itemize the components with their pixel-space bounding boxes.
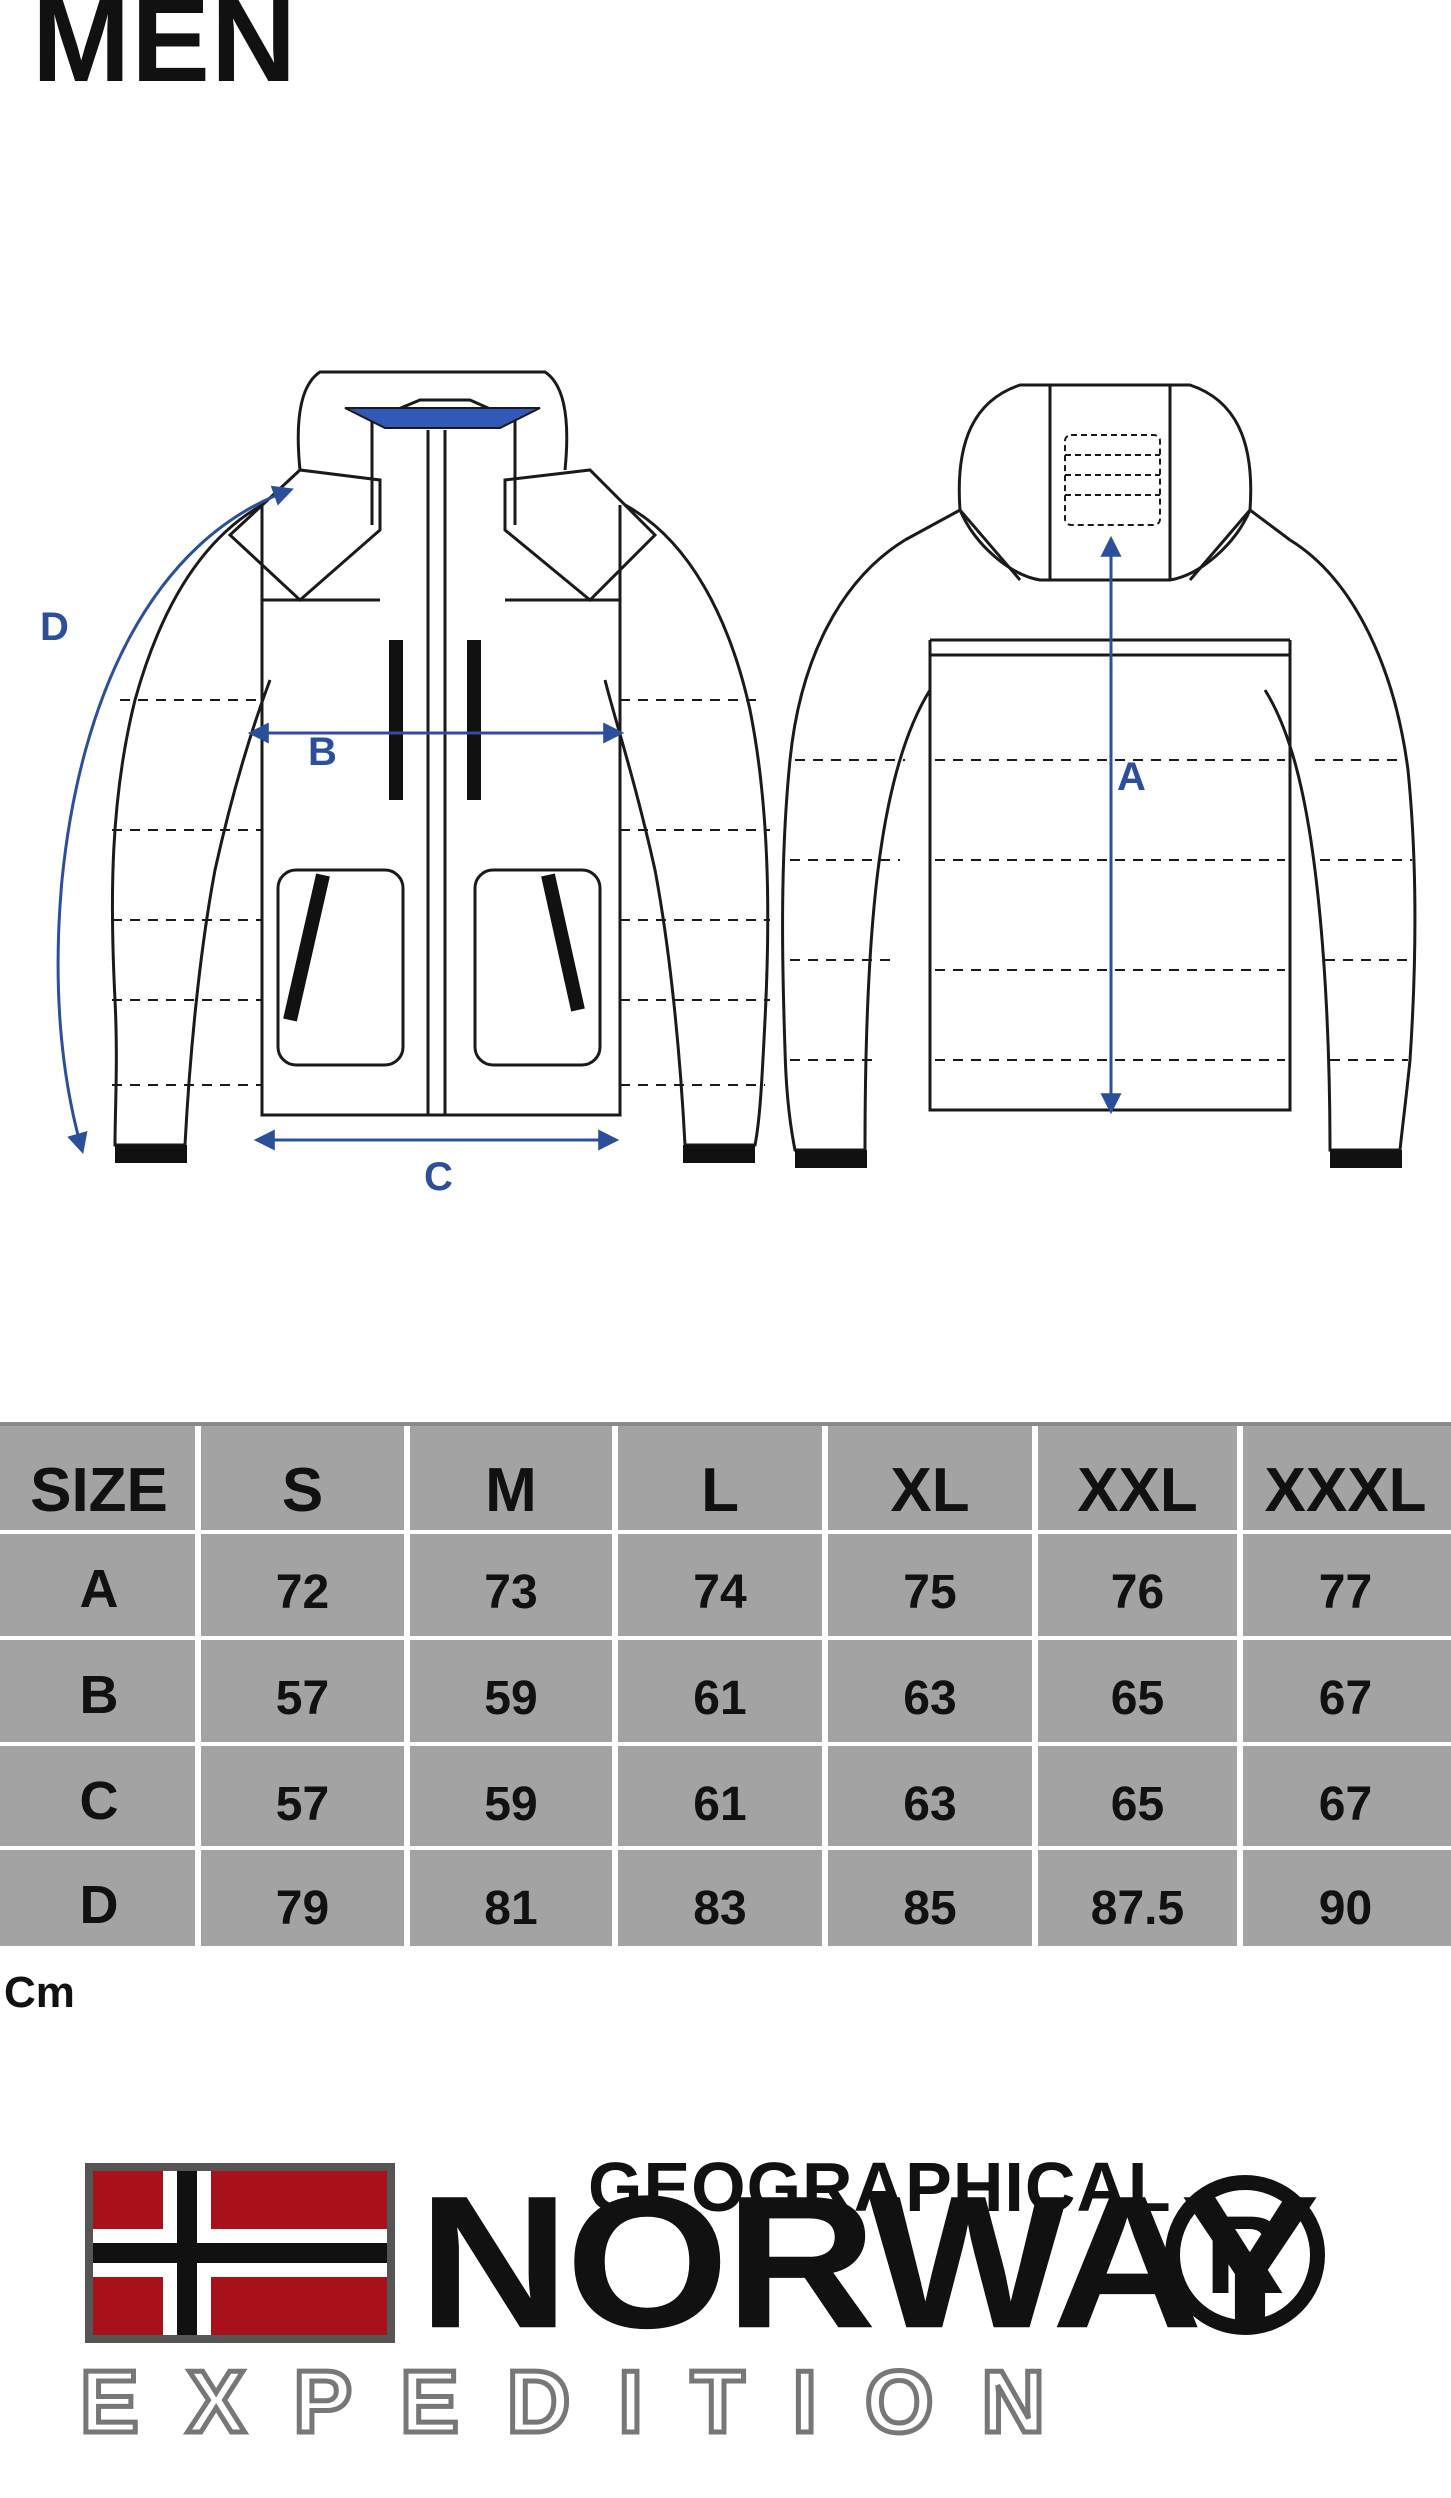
jacket-measurement-diagram: A B C D — [40, 370, 1417, 1199]
column-divider — [195, 1426, 201, 1950]
table-cell: 87.5 — [1090, 1882, 1185, 1935]
table-row: B 57 59 61 63 65 67 — [0, 1640, 1451, 1738]
row-divider — [0, 1742, 1451, 1746]
table-header-row: SIZE S M L XL XXL XXXL — [0, 1426, 1451, 1534]
table-cell: 59 — [484, 1672, 538, 1725]
header-xl: XL — [890, 1456, 970, 1525]
table-cell: 75 — [903, 1566, 957, 1619]
header-l: L — [701, 1456, 739, 1525]
pocket-zip-right — [541, 873, 585, 1012]
table-cell: 65 — [1110, 1672, 1165, 1725]
column-divider — [1032, 1426, 1038, 1950]
row-label: A — [79, 1559, 119, 1619]
table-cell: 61 — [693, 1778, 747, 1831]
brand-expedition: EXPEDITION — [78, 2352, 1093, 2451]
column-divider — [612, 1426, 618, 1950]
cuff-left — [115, 1145, 187, 1163]
header-s: S — [281, 1456, 324, 1525]
collar-lining — [344, 407, 541, 429]
table-cell: 85 — [903, 1882, 957, 1935]
registered-mark-icon: R — [1165, 2175, 1325, 2335]
jacket-back-view — [781, 383, 1417, 1152]
column-divider — [404, 1426, 410, 1950]
table-cell: 67 — [1318, 1778, 1373, 1831]
cuff-back-right — [1330, 1150, 1402, 1168]
table-cell: 74 — [693, 1566, 747, 1619]
table-row: D 79 81 83 85 87.5 90 — [0, 1850, 1451, 1948]
header-m: M — [485, 1456, 537, 1525]
table-cell: 76 — [1110, 1566, 1165, 1619]
table-cell: 61 — [693, 1672, 747, 1725]
header-size: SIZE — [30, 1456, 168, 1525]
table-row: A 72 73 74 75 76 77 — [0, 1534, 1451, 1632]
table-cell: 83 — [693, 1882, 747, 1935]
brand-logo — [85, 2163, 395, 2343]
brand-geographical: GEOGRAPHICAL — [588, 2148, 1172, 2226]
label-d: D — [40, 605, 69, 649]
chest-zip-right — [467, 640, 481, 800]
row-label: D — [79, 1875, 119, 1935]
header-xxl: XXL — [1077, 1456, 1198, 1525]
size-chart-table: SIZE S M L XL XXL XXXL A 72 73 74 75 76 … — [0, 1422, 1451, 1950]
table-cell: 72 — [275, 1566, 330, 1619]
table-cell: 63 — [903, 1778, 957, 1831]
table-cell: 81 — [484, 1882, 538, 1935]
cuff-right — [683, 1145, 755, 1163]
label-b: B — [308, 730, 337, 774]
table-cell: 67 — [1318, 1672, 1373, 1725]
table-cell: 65 — [1110, 1778, 1165, 1831]
label-a: A — [1117, 755, 1146, 799]
table-cell: 57 — [275, 1672, 330, 1725]
row-divider — [0, 1846, 1451, 1850]
table-cell: 63 — [903, 1672, 957, 1725]
table-cell: 57 — [275, 1778, 330, 1831]
table-cell: 90 — [1318, 1882, 1373, 1935]
row-divider — [0, 1636, 1451, 1640]
header-xxxl: XXXL — [1264, 1456, 1427, 1525]
table-cell: 79 — [275, 1882, 330, 1935]
table-row: C 57 59 61 63 65 67 — [0, 1746, 1451, 1844]
table-cell: 73 — [484, 1566, 538, 1619]
unit-label: Cm — [4, 1968, 75, 2017]
norway-flag-icon — [85, 2163, 395, 2343]
row-label: B — [79, 1665, 119, 1725]
column-divider — [822, 1426, 828, 1950]
chest-zip-left — [389, 640, 403, 800]
column-divider — [1237, 1426, 1243, 1950]
cuff-back-left — [795, 1150, 867, 1168]
jacket-front-view — [110, 370, 770, 1147]
dimension-d — [56, 485, 294, 1155]
row-divider — [0, 1530, 1451, 1534]
label-c: C — [424, 1155, 453, 1199]
page-title: MEN — [32, 0, 298, 107]
table-cell: 77 — [1318, 1566, 1373, 1619]
pocket-zip-left — [283, 873, 330, 1022]
row-label: C — [79, 1771, 119, 1831]
table-cell: 59 — [484, 1778, 538, 1831]
